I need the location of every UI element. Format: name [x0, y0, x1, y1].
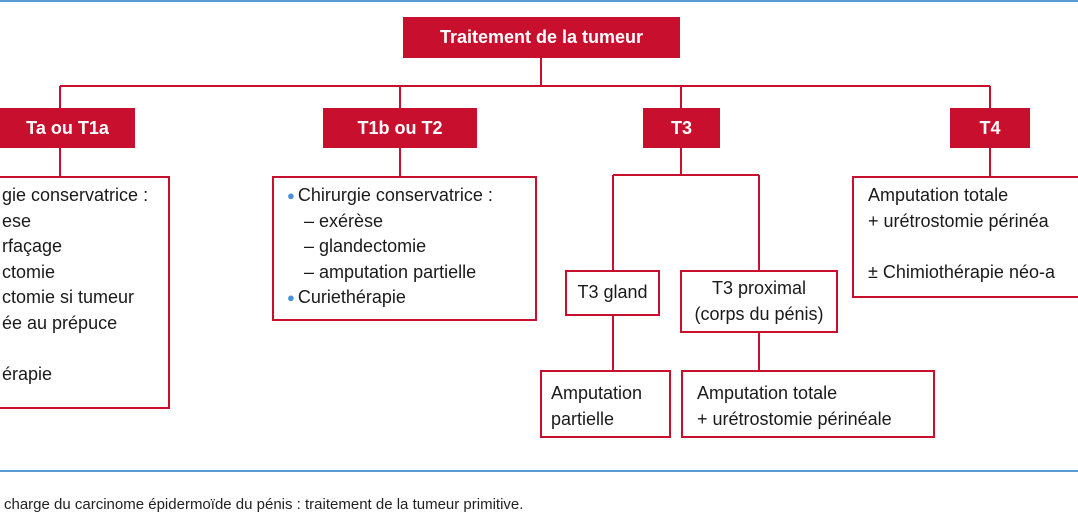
category-t1b-label: T1b ou T2 — [357, 117, 443, 138]
t1b-treatment-box: Chirurgie conservatrice : – exérèse – gl… — [272, 176, 537, 321]
figure-caption: charge du carcinome épidermoïde du pénis… — [4, 496, 524, 513]
root-node: Traitement de la tumeur — [403, 17, 680, 58]
t3-gland-treatment-line-1: Amputation — [551, 383, 643, 403]
root-label: Traitement de la tumeur — [439, 27, 644, 47]
t4-treatment-box: Amputation totale + urétrostomie périnéa… — [852, 176, 1078, 298]
bottom-rule — [0, 470, 1078, 472]
t1b-sub-exerese: – exérèse — [304, 210, 384, 231]
t3-proximal-line-1: T3 proximal — [711, 278, 807, 298]
t3-proximal-treatment-box: Amputation totale + urétrostomie périnéa… — [681, 370, 935, 438]
t1b-sub-amputation: – amputation partielle — [304, 261, 477, 282]
category-t4-label: T4 — [979, 117, 1001, 138]
ta-line-3: rfaçage — [2, 236, 63, 256]
ta-treatment-box: gie conservatrice : ese rfaçage ctomie c… — [0, 176, 170, 409]
t3-proximal-treatment-line-2: + urétrostomie périnéale — [697, 408, 892, 429]
t4-line-3: ± Chimiothérapie néo-a — [868, 261, 1055, 282]
t1b-item-surgery: Chirurgie conservatrice : — [287, 183, 535, 209]
t3-proximal-box: T3 proximal (corps du pénis) — [680, 270, 838, 333]
t3-gland-label: T3 gland — [577, 282, 648, 303]
t4-line-2: + urétrostomie périnéa — [868, 210, 1049, 231]
category-ta-label: Ta ou T1a — [26, 117, 109, 138]
ta-line-6: ée au prépuce — [2, 312, 118, 333]
t3-gland-treatment-box: Amputation partielle — [540, 370, 671, 438]
category-t3-label: T3 — [670, 117, 692, 138]
category-ta-t1a: Ta ou T1a — [0, 108, 135, 148]
ta-line-1: gie conservatrice : — [2, 185, 149, 205]
ta-line-4: ctomie — [2, 261, 56, 282]
category-t1b-t2: T1b ou T2 — [323, 108, 477, 148]
t3-gland-treatment-line-2: partielle — [551, 408, 615, 429]
t1b-item-curietherapie: Curiethérapie — [287, 285, 535, 311]
t3-proximal-treatment-line-1: Amputation totale — [697, 383, 838, 403]
category-t4: T4 — [950, 108, 1030, 148]
t4-line-1: Amputation totale — [868, 185, 1009, 205]
top-rule — [0, 0, 1078, 2]
t4-line-spacer — [868, 234, 1078, 260]
ta-line-5: ctomie si tumeur — [2, 287, 135, 307]
t1b-sub-glandectomie: – glandectomie — [304, 236, 427, 256]
ta-line-7 — [2, 336, 168, 362]
t3-proximal-line-2: (corps du pénis) — [694, 303, 824, 324]
category-t3: T3 — [643, 108, 720, 148]
t3-gland-box: T3 gland — [565, 270, 660, 316]
ta-line-8: érapie — [2, 363, 53, 384]
ta-line-2: ese — [2, 210, 32, 231]
